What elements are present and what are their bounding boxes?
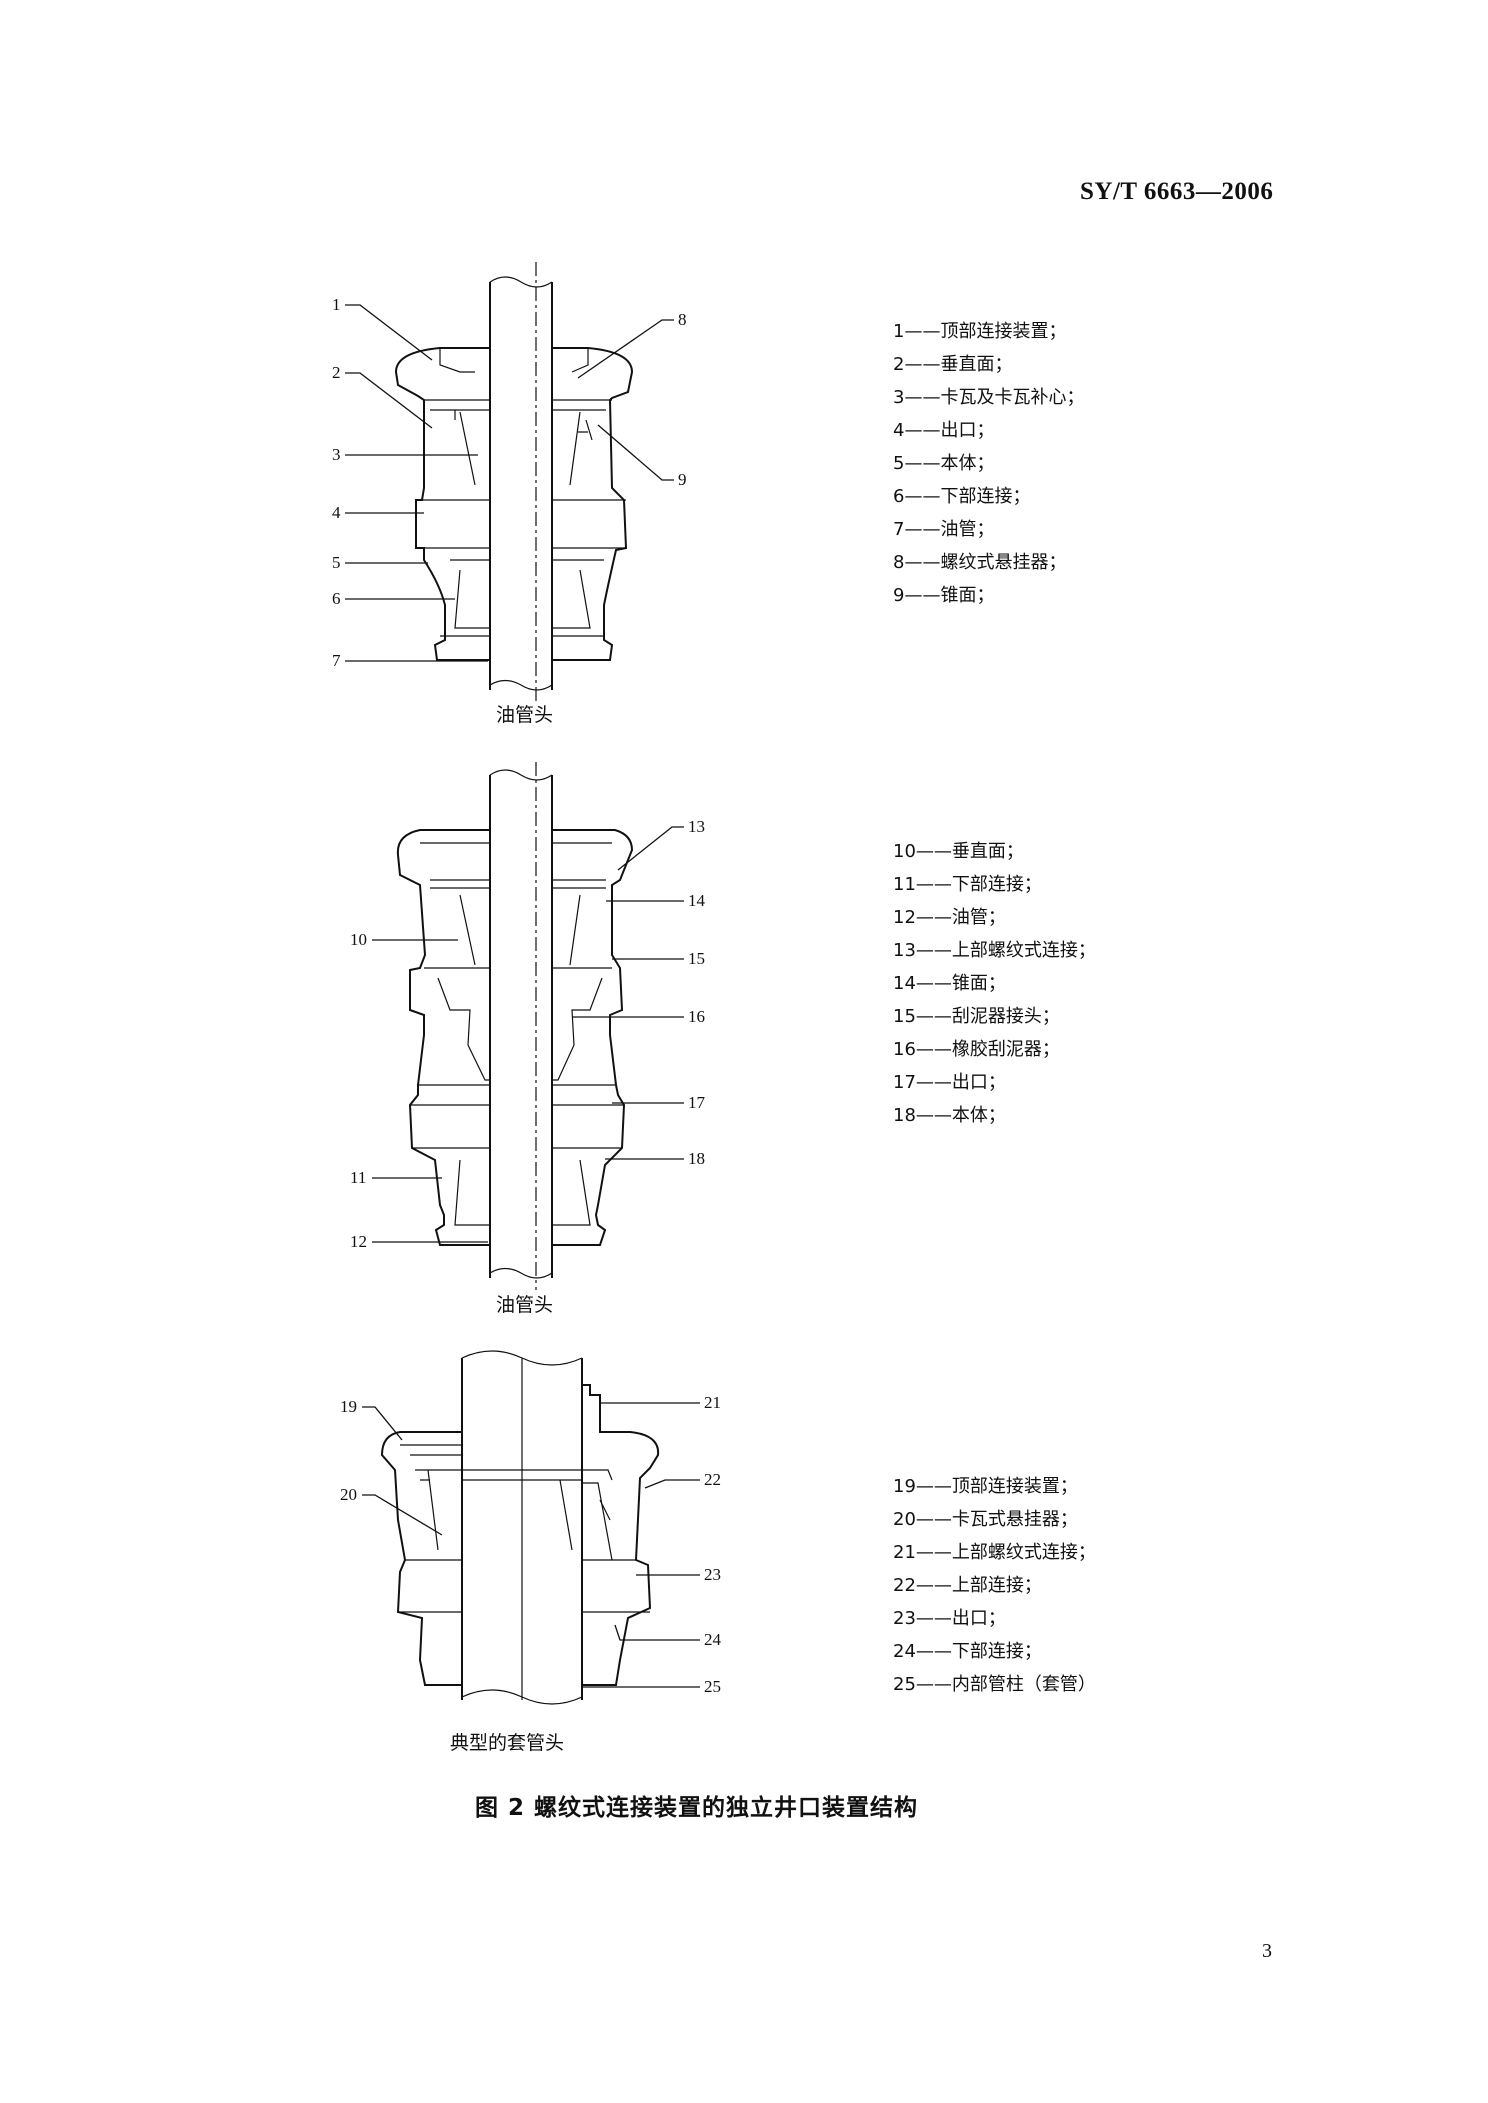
callout-10: 10 <box>350 930 367 949</box>
callout-21: 21 <box>704 1393 721 1412</box>
callout-8: 8 <box>678 310 687 329</box>
legend-item: 4——出口； <box>893 420 995 441</box>
legend-item: 11——下部连接； <box>893 874 1042 895</box>
callout-18: 18 <box>688 1149 705 1168</box>
legend-item: 3——卡瓦及卡瓦补心； <box>893 387 1085 408</box>
legend-item: 23——出口； <box>893 1608 1006 1629</box>
panel-3-legend: 19——顶部连接装置； 20——卡瓦式悬挂器； 21——上部螺纹式连接； 22—… <box>893 1470 1096 1701</box>
legend-item: 17——出口； <box>893 1072 1006 1093</box>
callout-7: 7 <box>332 651 341 670</box>
legend-item: 8——螺纹式悬挂器； <box>893 552 1067 573</box>
panel-1-caption: 油管头 <box>496 704 554 726</box>
callout-6: 6 <box>332 589 341 608</box>
page-number: 3 <box>1262 1940 1272 1962</box>
callout-20: 20 <box>340 1485 357 1504</box>
legend-item: 2——垂直面； <box>893 354 1013 375</box>
legend-item: 9——锥面； <box>893 585 995 606</box>
callout-1: 1 <box>332 295 341 314</box>
legend-item: 16——橡胶刮泥器； <box>893 1039 1060 1060</box>
legend-item: 5——本体； <box>893 453 995 474</box>
callout-16: 16 <box>688 1007 705 1026</box>
panel-3-drawing: 19 20 21 22 23 24 25 <box>340 1350 722 1705</box>
callout-23: 23 <box>704 1565 721 1584</box>
panel-2-drawing: 10 11 12 13 14 15 16 17 18 <box>350 762 706 1290</box>
legend-item: 18——本体； <box>893 1105 1006 1126</box>
panel-1-drawing: 1 2 3 4 5 6 7 8 9 <box>332 262 687 705</box>
callout-19: 19 <box>340 1397 357 1416</box>
legend-item: 6——下部连接； <box>893 486 1031 507</box>
callout-5: 5 <box>332 553 341 572</box>
callout-11: 11 <box>350 1168 366 1187</box>
legend-item: 21——上部螺纹式连接； <box>893 1542 1096 1563</box>
legend-item: 14——锥面； <box>893 973 1006 994</box>
legend-item: 7——油管； <box>893 519 995 540</box>
legend-item: 20——卡瓦式悬挂器； <box>893 1509 1078 1530</box>
legend-item: 25——内部管柱（套管） <box>893 1674 1096 1695</box>
legend-item: 1——顶部连接装置； <box>893 321 1067 342</box>
callout-13: 13 <box>688 817 705 836</box>
callout-24: 24 <box>704 1630 722 1649</box>
figure-title: 图 2 螺纹式连接装置的独立井口装置结构 <box>475 1795 919 1821</box>
legend-item: 13——上部螺纹式连接； <box>893 940 1096 961</box>
standard-code: SY/T 6663—2006 <box>1080 178 1274 205</box>
callout-14: 14 <box>688 891 706 910</box>
panel-3-caption: 典型的套管头 <box>450 1732 565 1754</box>
callout-3: 3 <box>332 445 341 464</box>
callout-15: 15 <box>688 949 705 968</box>
panel-2-caption: 油管头 <box>496 1294 554 1316</box>
callout-25: 25 <box>704 1677 721 1696</box>
legend-item: 24——下部连接； <box>893 1641 1042 1662</box>
legend-item: 15——刮泥器接头； <box>893 1006 1060 1027</box>
callout-17: 17 <box>688 1093 706 1112</box>
legend-item: 22——上部连接； <box>893 1575 1042 1596</box>
panel-1-legend: 1——顶部连接装置； 2——垂直面； 3——卡瓦及卡瓦补心； 4——出口； 5—… <box>893 315 1084 612</box>
callout-12: 12 <box>350 1232 367 1251</box>
panel-2-legend: 10——垂直面； 11——下部连接； 12——油管； 13——上部螺纹式连接； … <box>893 835 1096 1132</box>
legend-item: 10——垂直面； <box>893 841 1024 862</box>
legend-item: 19——顶部连接装置； <box>893 1476 1078 1497</box>
callout-4: 4 <box>332 503 341 522</box>
callout-9: 9 <box>678 470 687 489</box>
callout-2: 2 <box>332 363 341 382</box>
legend-item: 12——油管； <box>893 907 1006 928</box>
callout-22: 22 <box>704 1470 721 1489</box>
